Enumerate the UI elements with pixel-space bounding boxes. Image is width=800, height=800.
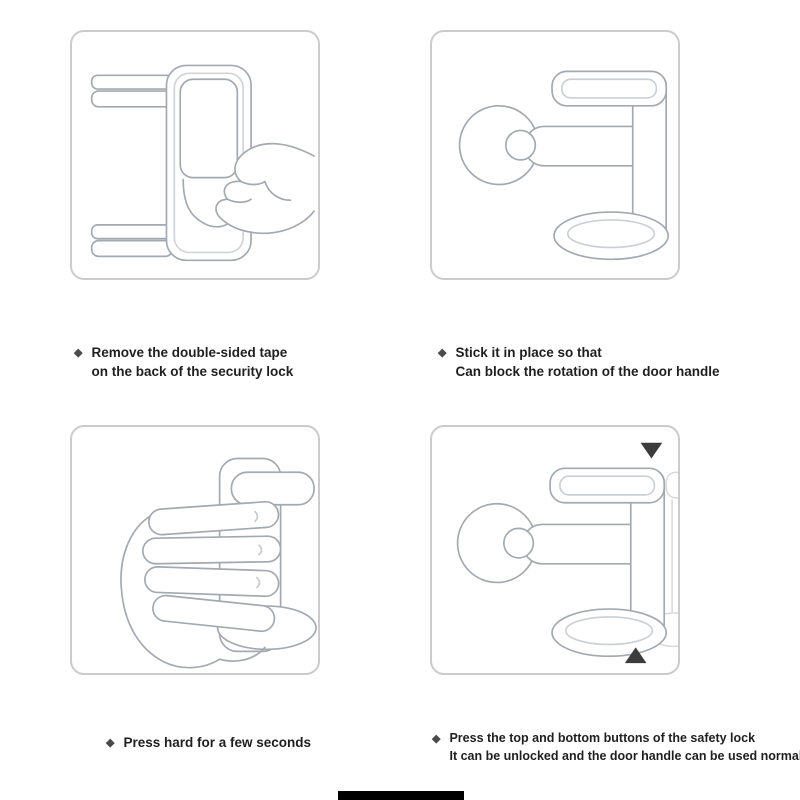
pinching-hand bbox=[215, 142, 315, 235]
step2-caption: ◆ Stick it in place so that Can block th… bbox=[438, 344, 788, 381]
step3-caption-text: Press hard for a few seconds bbox=[123, 734, 311, 753]
diamond-bullet-icon: ◆ bbox=[74, 347, 83, 359]
caption-line: Can block the rotation of the door handl… bbox=[455, 363, 720, 379]
caption-line: Stick it in place so that bbox=[455, 345, 602, 360]
step2-panel bbox=[430, 30, 680, 280]
diamond-bullet-icon: ◆ bbox=[432, 733, 441, 745]
caption-line: Remove the double-sided tape bbox=[91, 345, 288, 360]
caption-line: Press hard for a few seconds bbox=[123, 735, 312, 750]
step2-caption-text: Stick it in place so that Can block the … bbox=[455, 344, 719, 381]
safety-lock-device bbox=[551, 70, 669, 261]
step1-panel bbox=[70, 30, 320, 280]
step3-panel bbox=[70, 425, 320, 675]
peel-tape-illustration bbox=[90, 64, 315, 262]
step4-panel bbox=[430, 425, 680, 675]
caption-line: on the back of the security lock bbox=[91, 363, 294, 379]
arrow-down-icon bbox=[640, 442, 663, 459]
caption-line: It can be unlocked and the door handle c… bbox=[449, 748, 800, 763]
step4-caption-text: Press the top and bottom buttons of the … bbox=[449, 730, 800, 766]
diamond-bullet-icon: ◆ bbox=[106, 737, 115, 749]
door-handle bbox=[504, 125, 664, 167]
stick-in-place-illustration bbox=[458, 70, 669, 261]
unlock-buttons-illustration bbox=[456, 442, 678, 664]
step1-caption-text: Remove the double-sided tape on the back… bbox=[91, 344, 293, 381]
caption-line: Press the top and bottom buttons of the … bbox=[449, 731, 756, 745]
step3-caption: ◆ Press hard for a few seconds bbox=[106, 734, 346, 753]
pressing-hand bbox=[120, 500, 282, 669]
lock-bracket-arms bbox=[90, 74, 174, 258]
step4-caption: ◆ Press the top and bottom buttons of th… bbox=[432, 730, 800, 766]
door-handle bbox=[502, 523, 662, 565]
safety-lock-device bbox=[549, 467, 668, 658]
cropped-footer-bar bbox=[338, 791, 464, 800]
press-hard-illustration bbox=[120, 457, 317, 669]
arrow-up-icon bbox=[624, 647, 647, 664]
step1-caption: ◆ Remove the double-sided tape on the ba… bbox=[74, 344, 336, 381]
diamond-bullet-icon: ◆ bbox=[438, 347, 447, 359]
